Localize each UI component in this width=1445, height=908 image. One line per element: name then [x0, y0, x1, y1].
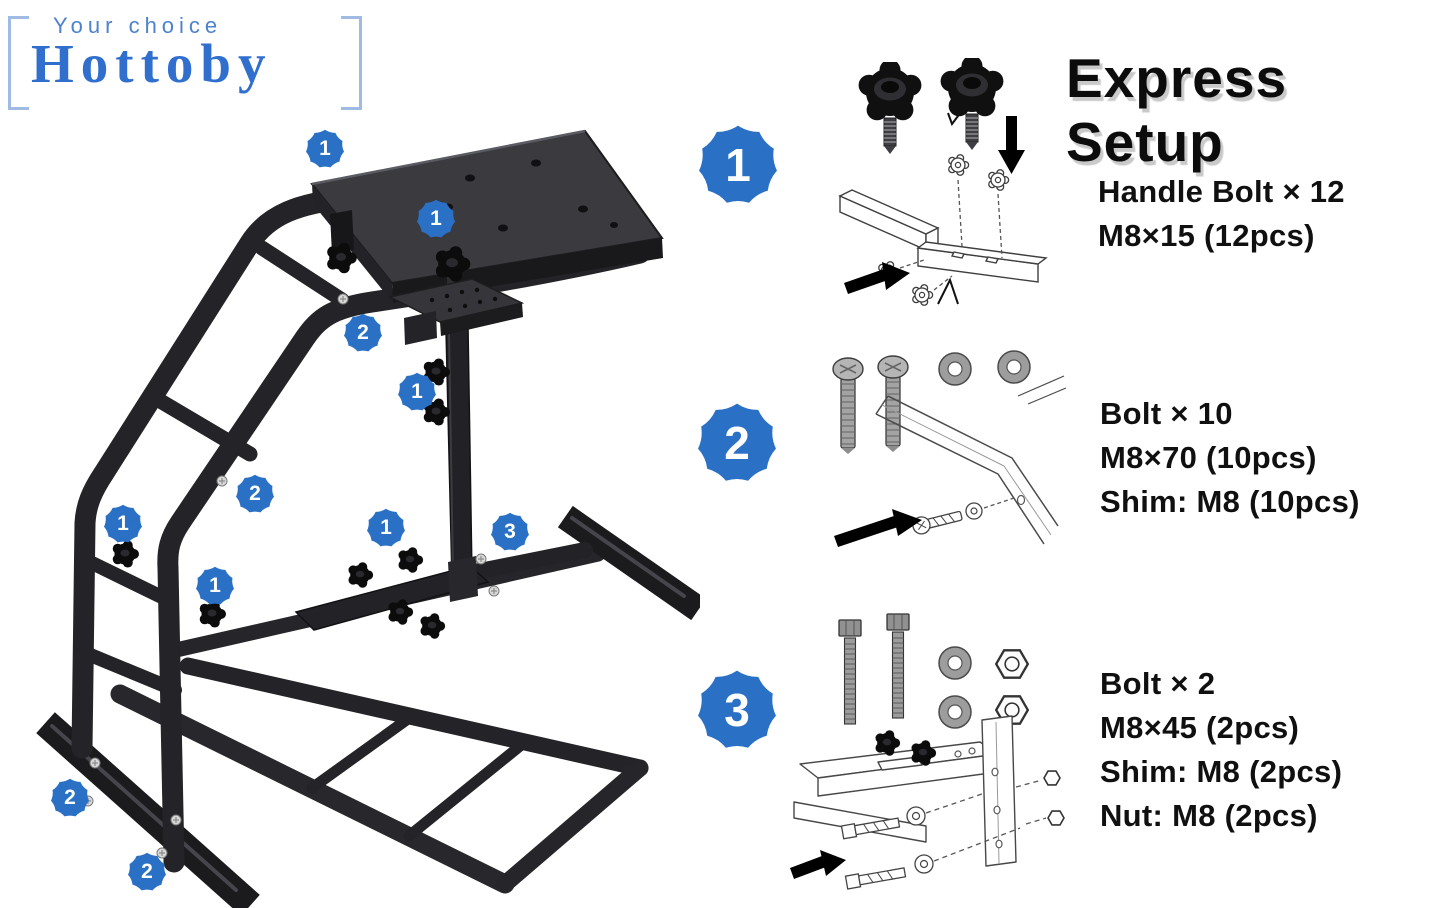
step2-specs: Bolt × 10 M8×70 (10pcs) Shim: M8 (10pcs) — [1100, 392, 1360, 524]
logo-brand: Hottoby — [31, 33, 273, 94]
washer-icon — [938, 646, 972, 680]
shifter-plate — [387, 278, 525, 345]
knob-bolt-icon — [857, 62, 923, 155]
bolt-icon — [838, 619, 862, 725]
washer-icon — [938, 352, 972, 386]
step-marker-2: 2 — [127, 852, 167, 892]
logo-tagline: Your choice — [53, 13, 223, 38]
step-marker-2: 2 — [343, 313, 383, 353]
washer-icon — [997, 350, 1031, 384]
step2-hardware-diagram — [832, 350, 1067, 547]
nut-icon — [995, 649, 1029, 679]
step1-hardware-diagram — [838, 58, 1048, 306]
step-spec-line: M8×45 (2pcs) — [1100, 710, 1300, 745]
step-marker-1: 1 — [305, 129, 345, 169]
arrow-right-icon — [790, 850, 846, 879]
step1-badge: 1 — [697, 124, 779, 206]
step-spec-line: Bolt × 2 — [1100, 666, 1216, 701]
step-marker-1: 1 — [103, 504, 143, 544]
brand-logo: Your choice Hottoby — [0, 0, 380, 120]
express-setup-title: Express Setup — [1066, 47, 1288, 173]
washer-icon — [938, 695, 972, 729]
step-spec-line: Bolt × 10 — [1100, 396, 1233, 431]
wheel-stand-photo — [36, 129, 700, 908]
step3-badge: 3 — [696, 669, 778, 751]
step-marker-1: 1 — [416, 199, 456, 239]
step1-specs: Handle Bolt × 12 M8×15 (12pcs) — [1098, 170, 1345, 258]
step-spec-line: Shim: M8 (2pcs) — [1100, 754, 1343, 789]
bolt-icon — [832, 357, 864, 455]
step3-specs: Bolt × 2 M8×45 (2pcs) Shim: M8 (2pcs) Nu… — [1100, 662, 1342, 838]
arrow-right-icon — [834, 509, 922, 547]
step-marker-3: 3 — [490, 512, 530, 552]
step2-badge: 2 — [696, 402, 778, 484]
step3-hardware-diagram — [790, 613, 1065, 890]
step-spec-line: Nut: M8 (2pcs) — [1100, 798, 1318, 833]
bolt-icon — [886, 613, 910, 719]
step-spec-line: Shim: M8 (10pcs) — [1100, 484, 1360, 519]
step-marker-1: 1 — [366, 508, 406, 548]
step-marker-1: 1 — [195, 566, 235, 606]
knob-bolt-icon — [939, 58, 1005, 151]
step-spec-line: M8×15 (12pcs) — [1098, 218, 1315, 253]
step-spec-line: M8×70 (10pcs) — [1100, 440, 1317, 475]
logo-bracket-left — [8, 16, 29, 110]
step-marker-2: 2 — [235, 474, 275, 514]
arrow-right-icon — [844, 262, 910, 294]
logo-bracket-right — [341, 16, 362, 110]
step-marker-2: 2 — [50, 778, 90, 818]
arrow-down-icon — [998, 116, 1025, 174]
step-marker-1: 1 — [397, 372, 437, 412]
step-spec-line: Handle Bolt × 12 — [1098, 174, 1345, 209]
